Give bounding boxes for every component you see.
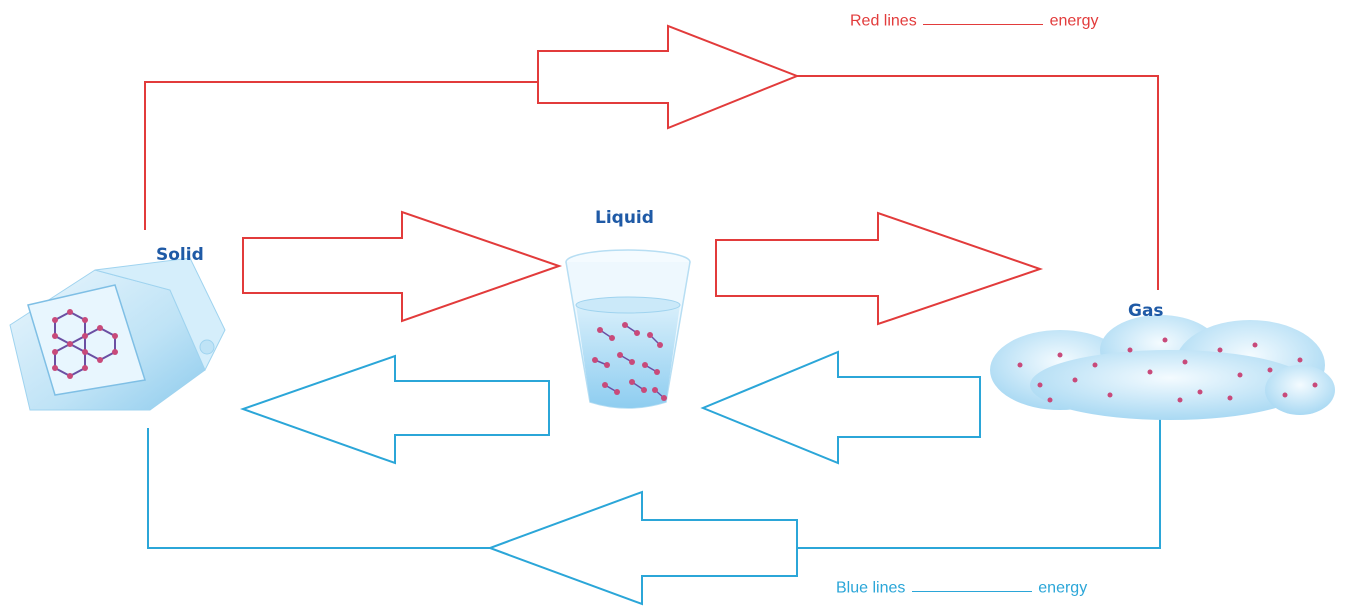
blue-bottom-connector-line	[797, 410, 1161, 549]
blue-arrow-gas-to-liquid	[700, 350, 981, 465]
blue-bottom-connector-line-left	[147, 428, 490, 549]
solid-label: Solid	[156, 245, 204, 265]
gas-label: Gas	[1128, 301, 1164, 321]
red-lines-caption-suffix: energy	[1049, 12, 1099, 30]
red-lines-caption-prefix: Red lines	[850, 12, 917, 30]
blue-bottom-arrow	[487, 490, 798, 606]
blue-arrow-liquid-to-solid	[239, 354, 550, 465]
red-top-connector-line-right	[797, 75, 1159, 290]
blue-lines-caption-suffix: energy	[1038, 579, 1088, 597]
gas-cloud-icon	[990, 315, 1335, 420]
liquid-label: Liquid	[595, 208, 654, 228]
blue-lines-caption-prefix: Blue lines	[836, 579, 906, 597]
blue-lines-blank	[911, 577, 1032, 593]
red-top-connector-line	[144, 81, 538, 230]
red-arrow-solid-to-liquid	[242, 210, 563, 323]
red-lines-caption: Red lines energy	[850, 10, 1099, 30]
red-top-arrow	[537, 24, 800, 130]
blue-lines-caption: Blue lines energy	[836, 577, 1087, 597]
water-glass-icon	[565, 249, 691, 409]
red-arrow-liquid-to-gas	[715, 211, 1044, 326]
ice-cube-icon	[9, 257, 226, 411]
red-lines-blank	[923, 10, 1044, 26]
